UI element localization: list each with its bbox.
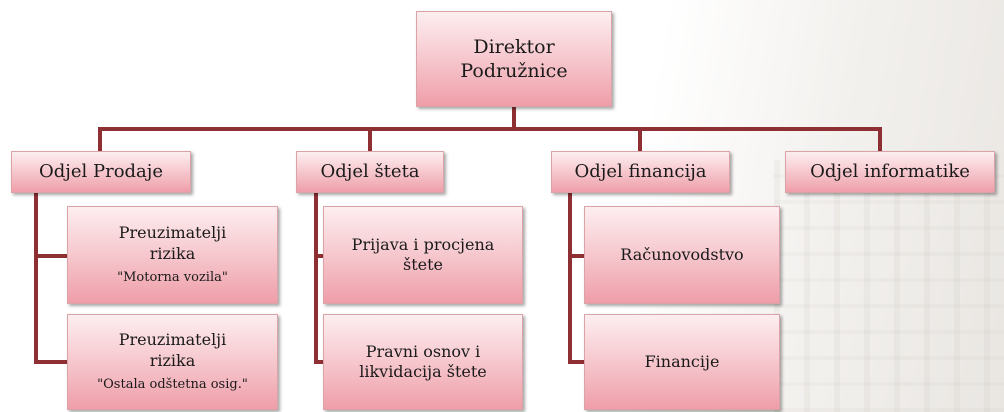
node-prijava-procjena-line1: Prijava i procjena <box>351 234 495 254</box>
node-financije: Financije <box>584 314 780 410</box>
node-financije-label: Financije <box>644 351 720 371</box>
node-director-line1: Direktor <box>473 35 555 58</box>
node-preuzimatelji-motorna-line1: Preuzimatelji <box>118 223 227 243</box>
background-building-texture <box>774 160 1004 412</box>
node-odjel-prodaje: Odjel Prodaje <box>11 151 191 193</box>
node-pravni-osnov-line1: Pravni osnov i <box>365 341 481 361</box>
node-odjel-informatike-label: Odjel informatike <box>810 161 970 183</box>
node-odjel-steta-label: Odjel šteta <box>320 161 420 183</box>
node-prijava-procjena: Prijava i procjena štete <box>323 206 523 304</box>
node-preuzimatelji-motorna: Preuzimatelji rizika "Motorna vozila" <box>67 206 278 304</box>
node-odjel-financija: Odjel financija <box>551 151 730 193</box>
node-director-line2: Podružnice <box>460 60 568 82</box>
node-racunovodstvo: Računovodstvo <box>584 206 780 304</box>
node-pravni-osnov-line2: likvidacija štete <box>359 362 487 381</box>
node-odjel-steta: Odjel šteta <box>296 151 444 193</box>
node-preuzimatelji-ostala-line1: Preuzimatelji <box>118 330 227 350</box>
node-pravni-osnov: Pravni osnov i likvidacija štete <box>323 314 523 410</box>
node-odjel-financija-label: Odjel financija <box>574 161 707 183</box>
node-preuzimatelji-motorna-note: "Motorna vozila" <box>117 270 228 286</box>
node-preuzimatelji-ostala-line2: rizika <box>149 350 196 370</box>
node-racunovodstvo-label: Računovodstvo <box>620 244 744 264</box>
node-prijava-procjena-line2: štete <box>402 255 443 274</box>
node-odjel-prodaje-label: Odjel Prodaje <box>38 161 164 183</box>
node-preuzimatelji-ostala: Preuzimatelji rizika "Ostala odštetna os… <box>67 314 278 410</box>
node-preuzimatelji-motorna-line2: rizika <box>149 243 196 263</box>
node-director: Direktor Podružnice <box>416 11 612 107</box>
node-preuzimatelji-ostala-note: "Ostala odštetna osig." <box>97 377 248 393</box>
node-odjel-informatike: Odjel informatike <box>785 151 995 193</box>
